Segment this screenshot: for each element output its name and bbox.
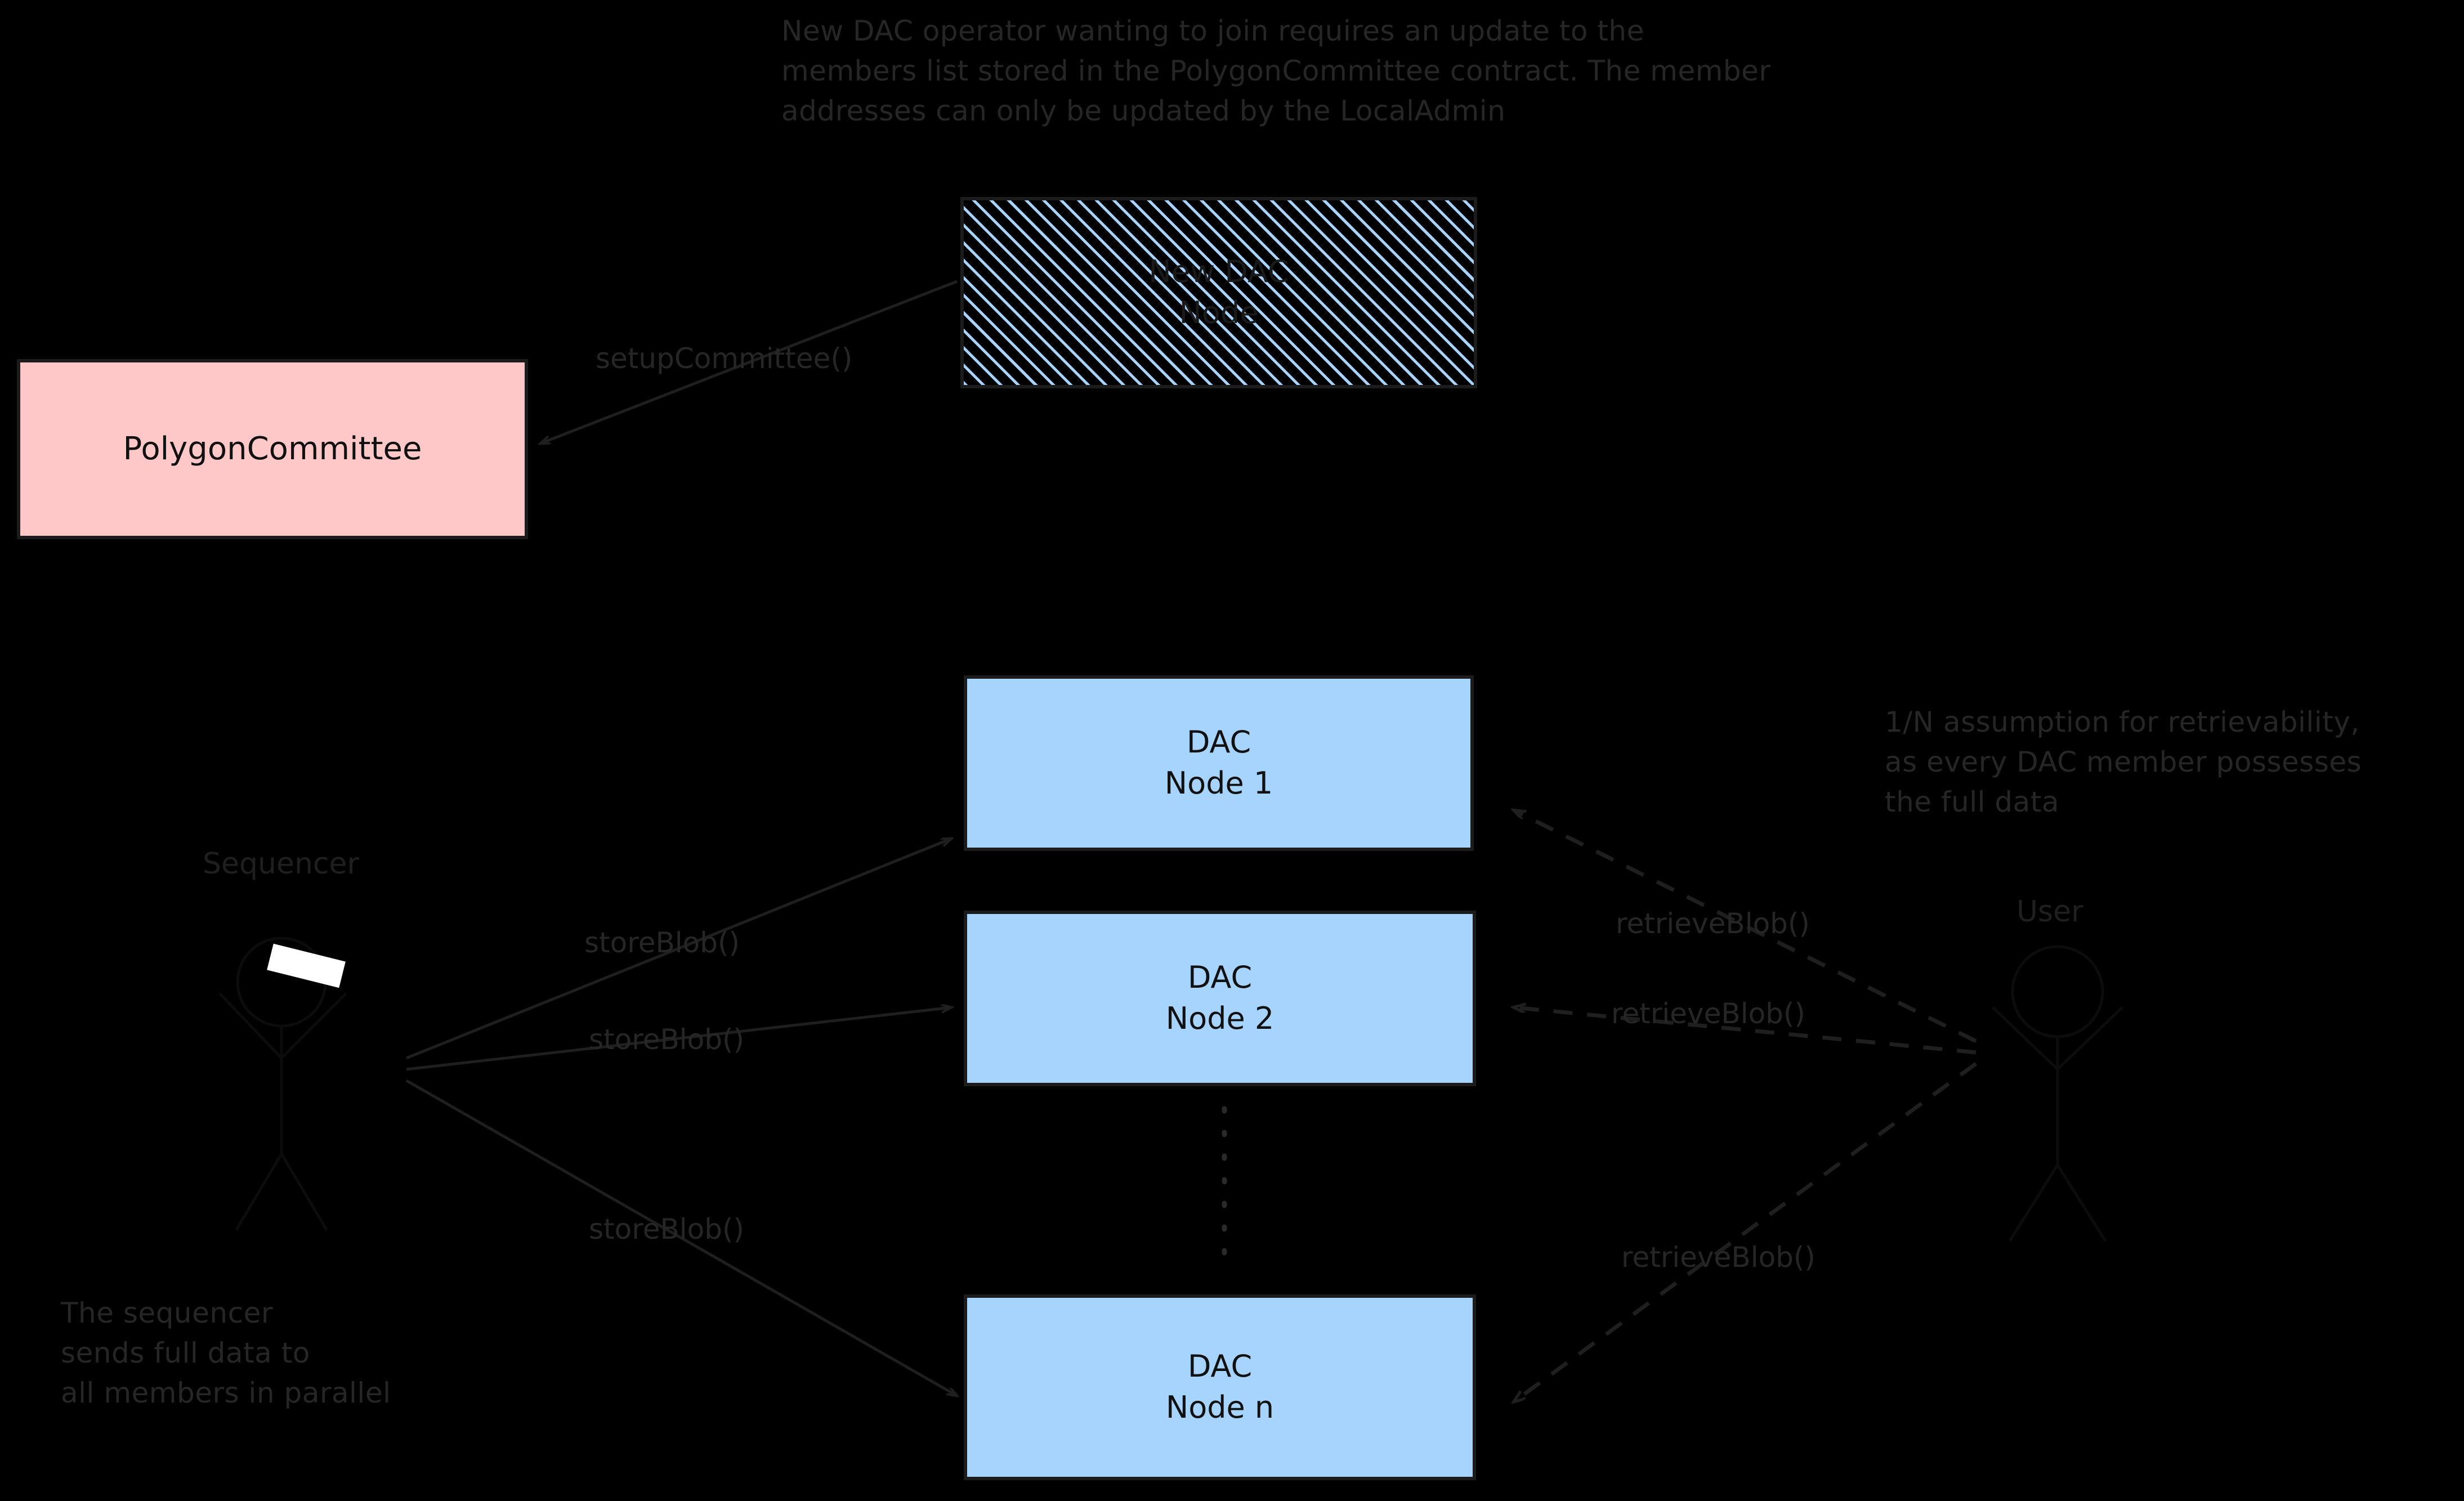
edge-store-blob-1 [406, 839, 951, 1060]
edge-store-blob-2 [406, 1007, 951, 1071]
edge-label-retrieve-blob-2: retrieveBlob() [1611, 997, 1805, 1030]
edge-label-store-blob-2: storeBlob() [589, 1023, 745, 1056]
edge-label-retrieve-blob-1: retrieveBlob() [1616, 907, 1810, 940]
edge-label-store-blob-1: storeBlob() [584, 926, 740, 959]
note-right: 1/N assumption for retrievability, as ev… [1885, 706, 2362, 818]
edge-retrieve-blob-1 [1514, 810, 1977, 1043]
edge-label-store-blob-n: storeBlob() [589, 1213, 745, 1245]
edge-label-setup-committee: setupCommittee() [596, 342, 853, 375]
user-figure [1992, 945, 2123, 1242]
box-dac-node-1[interactable]: DAC Node 1 [964, 675, 1474, 851]
edge-retrieve-blob-n [1514, 1062, 1978, 1401]
box-new-dac-node[interactable]: New DAC Node [960, 197, 1477, 388]
box-dac-node-n[interactable]: DAC Node n [964, 1294, 1476, 1480]
note-bottom-left: The sequencer sends full data to all mem… [61, 1297, 391, 1409]
edge-setup-committee [540, 280, 958, 443]
edge-retrieve-blob-2 [1514, 1007, 1976, 1055]
edge-label-retrieve-blob-n: retrieveBlob() [1621, 1241, 1815, 1274]
box-dac-node-2[interactable]: DAC Node 2 [964, 911, 1476, 1086]
box-polygon-committee[interactable]: PolygonCommittee [17, 359, 528, 539]
note-top: New DAC operator wanting to join require… [781, 15, 1771, 127]
actor-label-user: User [2016, 895, 2083, 929]
edge-store-blob-n [405, 1079, 957, 1396]
actor-label-sequencer: Sequencer [203, 847, 359, 881]
